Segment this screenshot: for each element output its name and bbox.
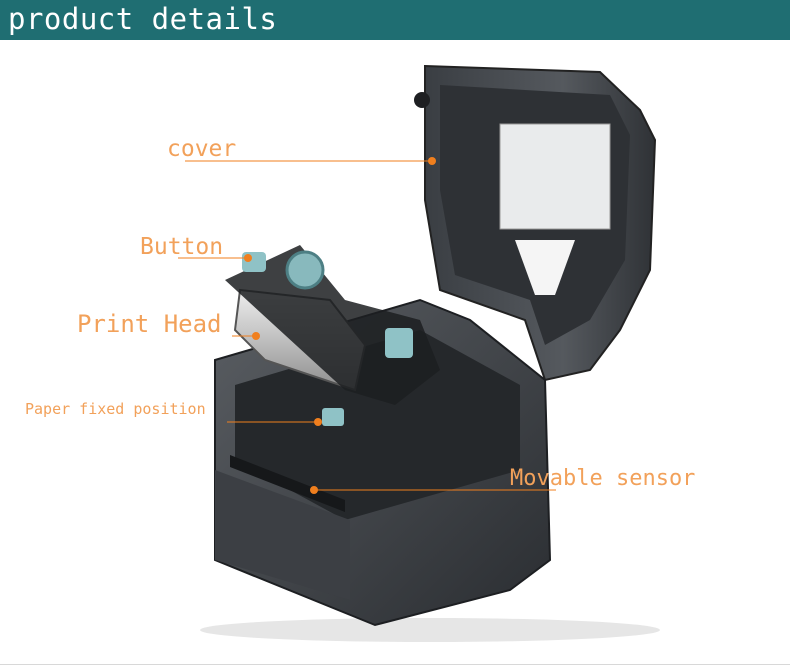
ribbon-holder xyxy=(385,328,413,358)
label-cover: cover xyxy=(167,136,237,162)
paper-guide xyxy=(322,408,344,426)
paper-bay xyxy=(235,330,520,520)
ribbon-gear xyxy=(285,250,325,290)
label-movable-sensor: Movable sensor xyxy=(510,466,696,491)
callout-markers xyxy=(244,157,436,494)
cover-sticker xyxy=(499,123,611,230)
cover-knob xyxy=(414,92,430,108)
label-print-head: Print Head xyxy=(77,310,222,338)
front-panel xyxy=(215,470,350,600)
printer-image xyxy=(178,64,660,642)
page-title: product details xyxy=(8,2,278,36)
printer-shadow xyxy=(200,618,660,642)
front-slot xyxy=(230,455,345,512)
callouts xyxy=(178,160,556,491)
header-banner: product details xyxy=(0,0,790,40)
label-button: Button xyxy=(140,234,224,260)
label-paper-fixed-position: Paper fixed position xyxy=(25,400,206,418)
head-bracket xyxy=(225,245,440,405)
cover-window xyxy=(515,240,575,295)
bottom-divider xyxy=(0,664,790,665)
